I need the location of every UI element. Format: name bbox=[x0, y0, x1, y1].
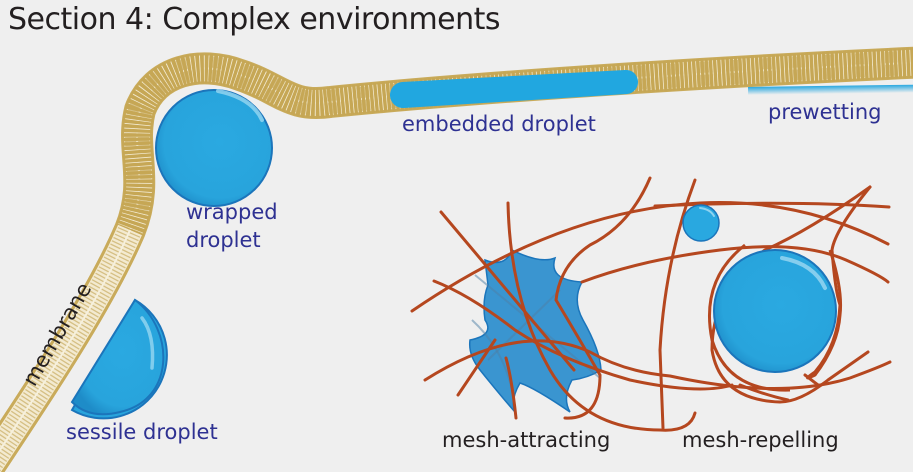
mesh-fiber bbox=[506, 201, 697, 432]
prewetting-label: prewetting bbox=[768, 100, 882, 124]
mesh-fiber bbox=[456, 338, 497, 397]
mesh-fiber bbox=[432, 279, 734, 391]
mesh-fiber bbox=[813, 249, 843, 376]
mesh-repelling-droplet bbox=[713, 249, 837, 373]
embedded-droplet-label: embedded droplet bbox=[402, 112, 596, 136]
mesh-fiber bbox=[738, 383, 790, 402]
section-title: Section 4: Complex environments bbox=[8, 2, 501, 37]
mesh-fiber bbox=[653, 201, 891, 209]
mesh-repelling-label: mesh-repelling bbox=[682, 428, 839, 452]
mesh-fiber bbox=[708, 243, 791, 392]
mesh-attracting-label: mesh-attracting bbox=[442, 428, 611, 452]
mesh-fiber bbox=[439, 210, 576, 372]
prewetting-film bbox=[748, 84, 913, 95]
mesh-fiber bbox=[803, 373, 820, 387]
mesh-fiber bbox=[658, 178, 697, 430]
wrapped-droplet-label-line2: droplet bbox=[186, 228, 261, 252]
sessile-droplet bbox=[70, 298, 168, 420]
embedded-droplet bbox=[389, 69, 639, 109]
small-mesh-droplet bbox=[682, 204, 720, 242]
mesh-fibers bbox=[410, 176, 892, 432]
mesh-attracting-condensate bbox=[468, 248, 602, 413]
wrapped-droplet bbox=[155, 89, 273, 207]
mesh-fiber bbox=[554, 176, 652, 420]
mesh-fiber bbox=[423, 339, 892, 390]
wrapped-droplet-label-line1: wrapped bbox=[186, 200, 278, 224]
mesh-fiber bbox=[504, 356, 518, 420]
sessile-droplet-label: sessile droplet bbox=[66, 420, 218, 444]
